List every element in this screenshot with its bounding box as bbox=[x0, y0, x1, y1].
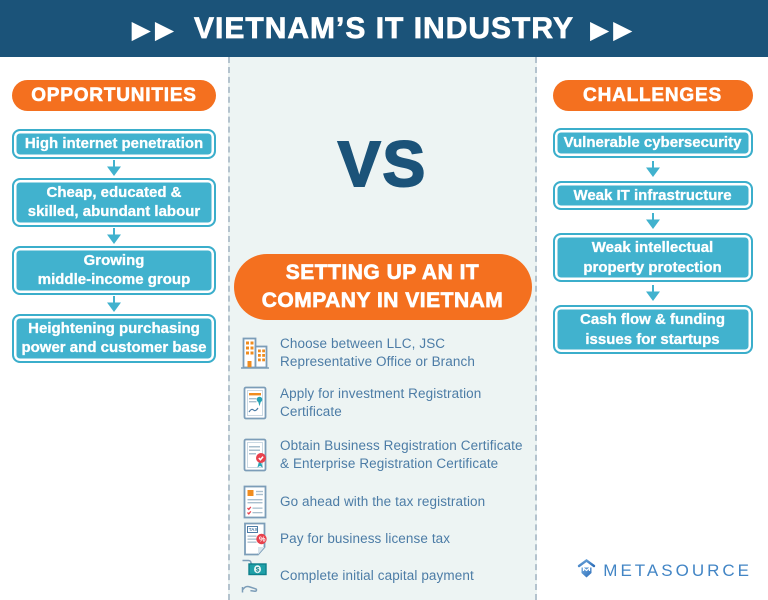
opportunity-box: Growing middle-income group bbox=[12, 245, 216, 295]
step-row: Go ahead with the tax registration bbox=[240, 485, 535, 519]
metasource-logo: METASOURCE bbox=[576, 558, 752, 584]
license-tax-icon: TAX % bbox=[240, 521, 270, 557]
challenge-box: Weak IT infrastructure bbox=[552, 180, 753, 210]
tax-registration-icon bbox=[240, 484, 270, 520]
down-arrow-icon bbox=[537, 160, 768, 178]
setup-steps-list: Choose between LLC, JSC Representative O… bbox=[230, 335, 535, 593]
challenges-column: CHALLENGES Vulnerable cybersecurity Weak… bbox=[537, 57, 768, 600]
logo-text: METASOURCE bbox=[603, 561, 752, 580]
down-arrow-icon bbox=[537, 213, 768, 230]
investment-certificate-icon bbox=[240, 385, 270, 421]
opportunity-box: Cheap, educated & skilled, abundant labo… bbox=[12, 177, 216, 227]
opportunities-heading: OPPORTUNITIES bbox=[12, 80, 216, 111]
opportunities-column: OPPORTUNITIES High internet penetration … bbox=[0, 57, 228, 600]
vs-label: VS bbox=[337, 128, 428, 200]
step-row: Obtain Business Registration Certificate… bbox=[240, 437, 535, 473]
step-row: Apply for investment Registration Certif… bbox=[240, 385, 535, 421]
building-icon bbox=[240, 335, 270, 371]
right-play-arrows-icon: ▶▶ bbox=[589, 15, 637, 44]
metasource-house-icon bbox=[576, 558, 597, 584]
capital-payment-icon: $ bbox=[240, 558, 270, 594]
down-arrow-icon bbox=[0, 295, 228, 313]
header-banner: ▶▶ VIETNAM’S IT INDUSTRY ▶▶ bbox=[0, 0, 768, 57]
challenge-box: Cash flow & funding issues for startups bbox=[552, 305, 753, 354]
challenge-box: Vulnerable cybersecurity bbox=[552, 128, 753, 158]
step-text: Complete initial capital payment bbox=[280, 568, 474, 584]
step-text: Obtain Business Registration Certificate… bbox=[280, 438, 523, 471]
step-row: $ Complete initial capital payment bbox=[240, 559, 535, 593]
svg-text:$: $ bbox=[256, 567, 260, 574]
opportunity-box: Heightening purchasing power and custome… bbox=[12, 313, 216, 363]
svg-text:%: % bbox=[259, 535, 266, 544]
svg-text:TAX: TAX bbox=[249, 527, 259, 532]
challenge-box: Weak intellectual property protection bbox=[552, 233, 753, 282]
step-row: TAX % Pay for business license tax bbox=[240, 521, 535, 557]
step-text: Pay for business license tax bbox=[280, 531, 451, 547]
down-arrow-icon bbox=[0, 159, 228, 177]
step-text: Go ahead with the tax registration bbox=[280, 494, 486, 510]
step-row: Choose between LLC, JSC Representative O… bbox=[240, 335, 535, 371]
step-text: Choose between LLC, JSC Representative O… bbox=[280, 336, 475, 369]
down-arrow-icon bbox=[0, 227, 228, 245]
opportunity-box: High internet penetration bbox=[12, 129, 216, 159]
center-strip: VS SETTING UP AN IT COMPANY IN VIETNAM bbox=[228, 57, 537, 600]
left-play-arrows-icon: ▶▶ bbox=[131, 15, 179, 44]
page-title: VIETNAM’S IT INDUSTRY bbox=[194, 11, 574, 45]
step-text: Apply for investment Registration Certif… bbox=[280, 386, 482, 419]
challenges-heading: CHALLENGES bbox=[552, 80, 753, 111]
down-arrow-icon bbox=[537, 285, 768, 302]
setup-heading: SETTING UP AN IT COMPANY IN VIETNAM bbox=[233, 254, 532, 320]
business-certificate-icon bbox=[240, 437, 270, 473]
